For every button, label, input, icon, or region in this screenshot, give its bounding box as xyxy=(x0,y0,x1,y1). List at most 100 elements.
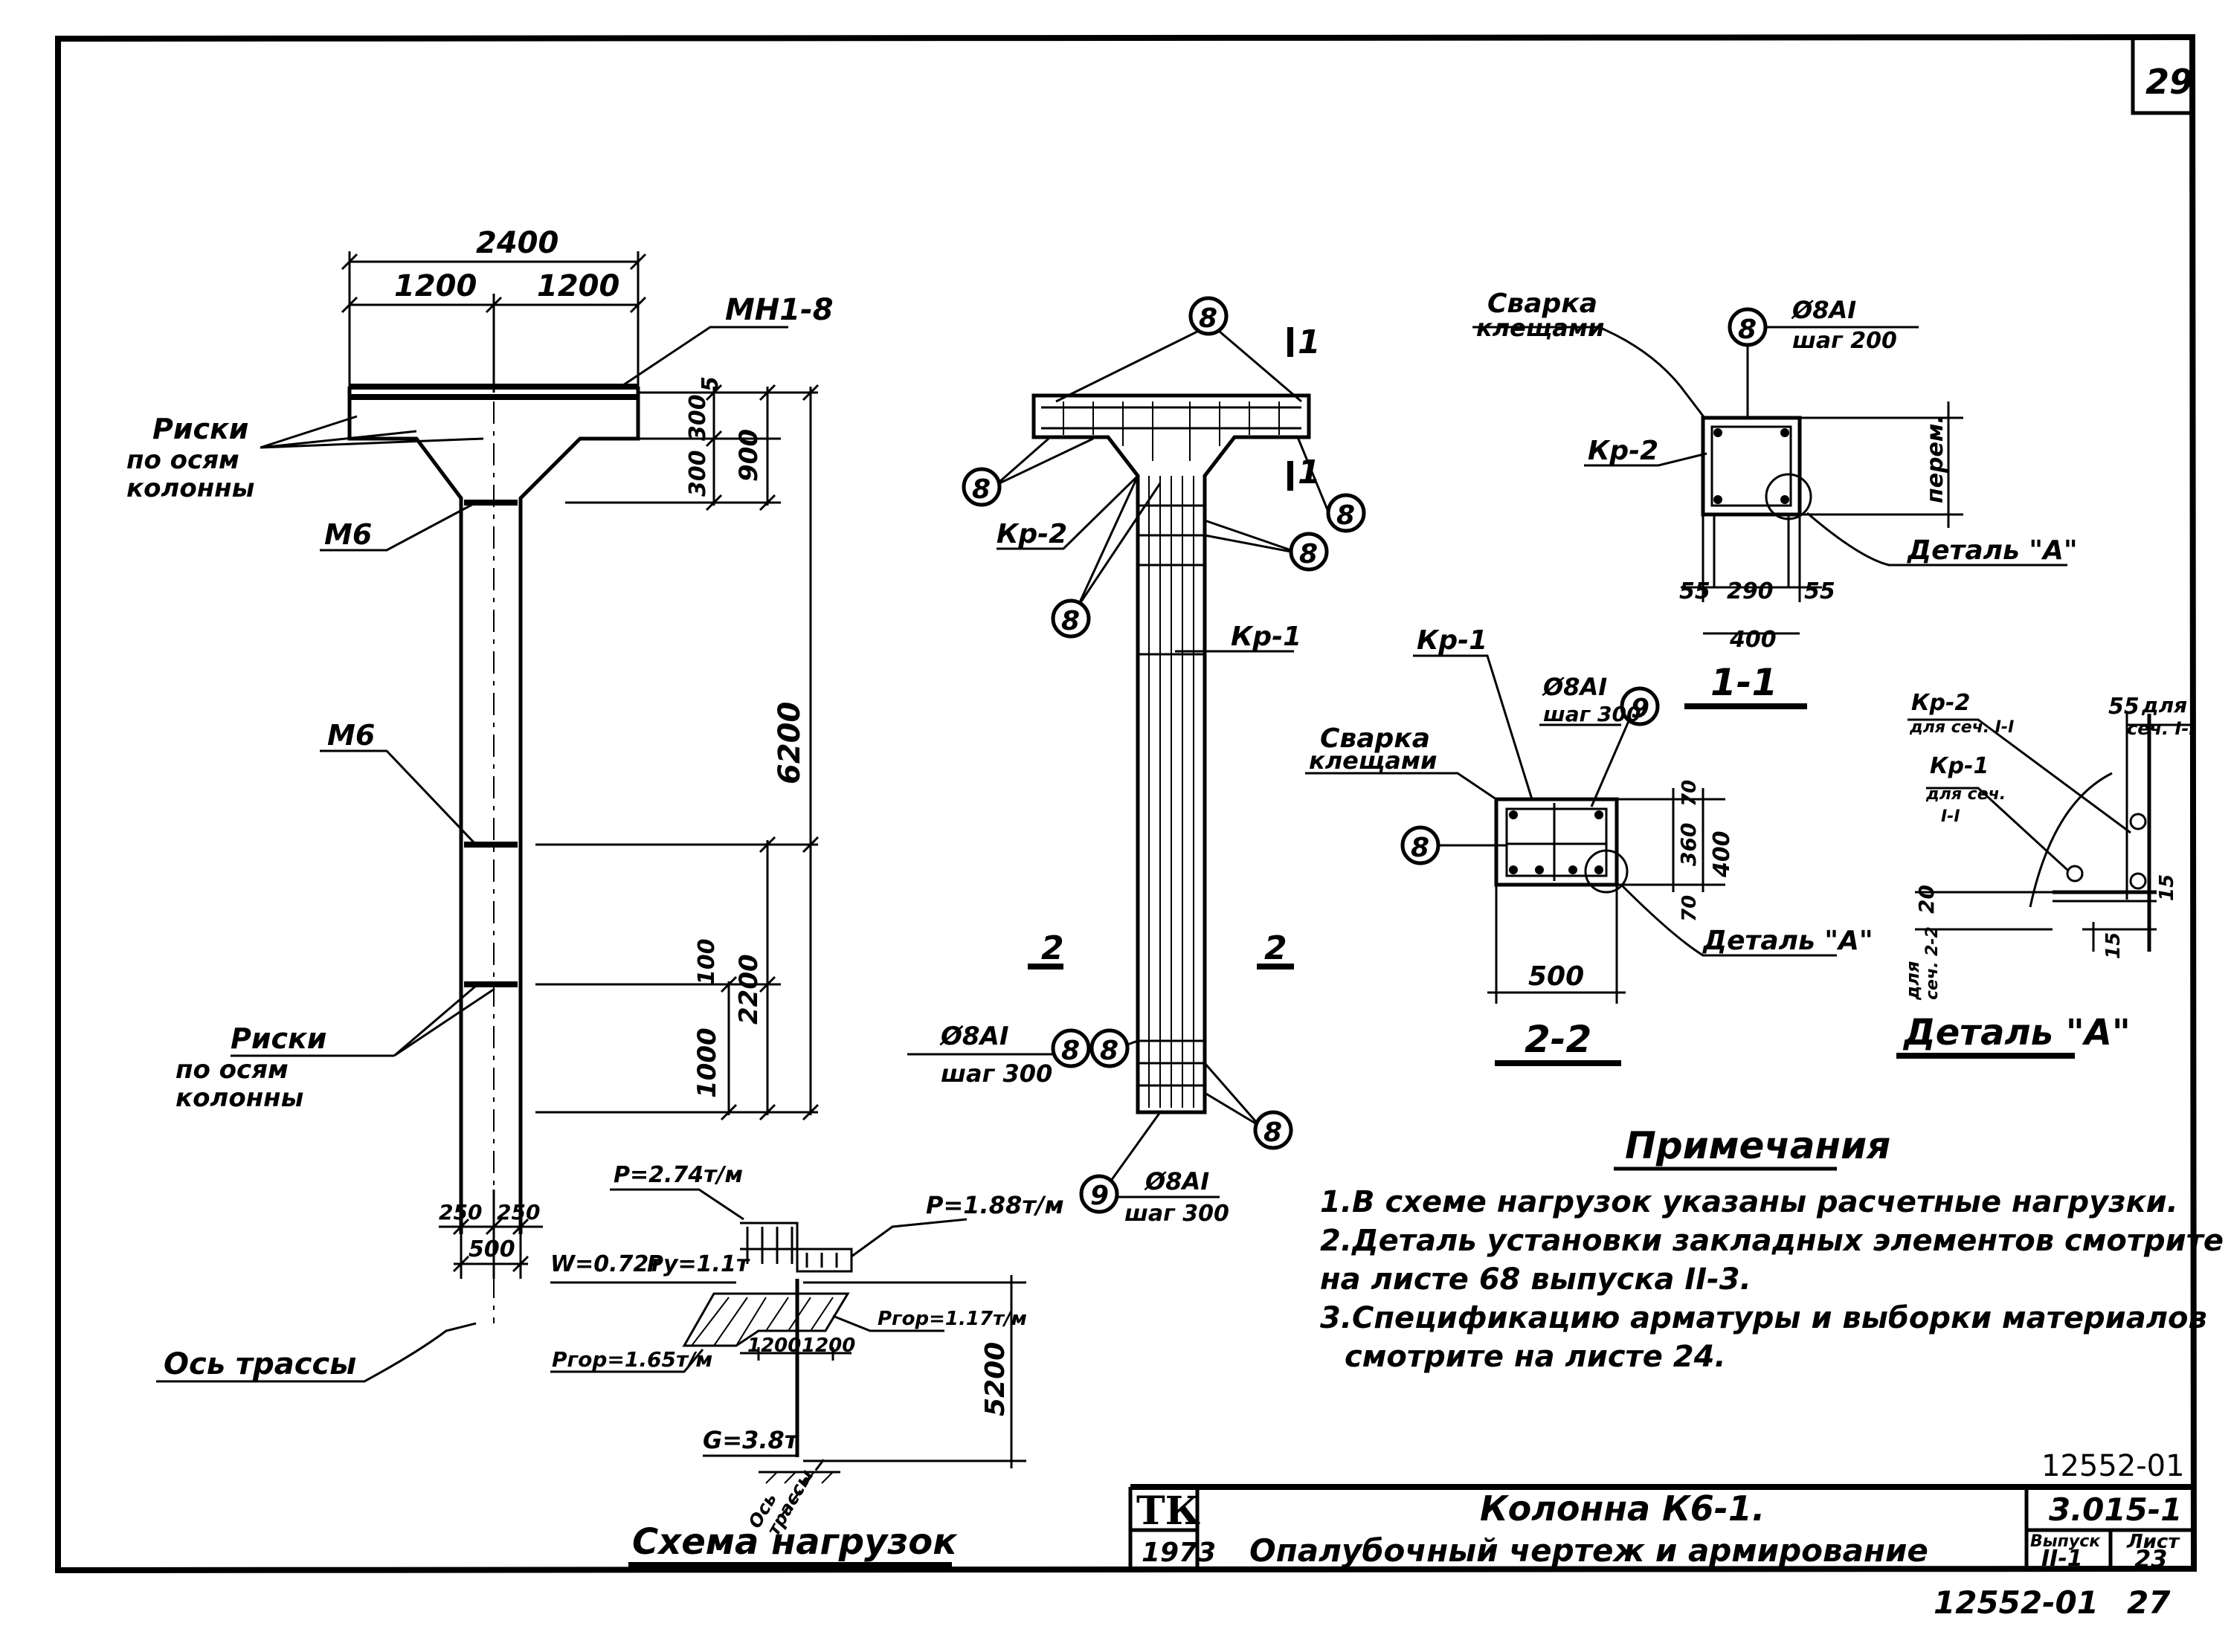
s11-dim-55a: 55 xyxy=(1679,578,1710,604)
note-line-3: на листе 68 выпуска II-3. xyxy=(1320,1262,1751,1297)
tb-subtitle: Опалубочный чертеж и армирование xyxy=(1249,1532,1928,1569)
load-phor-left: Pгор=1.65т/м xyxy=(552,1347,712,1372)
tb-issue: II-1 xyxy=(2041,1546,2083,1572)
page-number: 29 xyxy=(2145,62,2193,102)
s22-bubble-9-label: 9 xyxy=(1631,694,1649,724)
dim-head-300-b: 300 xyxy=(685,450,711,497)
bubble-right-2-label: 8 xyxy=(1299,539,1318,570)
marks-bottom-line3: колонны xyxy=(176,1083,303,1113)
da-dim-15b: 15 xyxy=(2102,932,2125,959)
s22-dim-500: 500 xyxy=(1528,961,1584,992)
detail-a-callout-2 xyxy=(1584,849,1629,894)
s11-title: 1-1 xyxy=(1710,661,1777,704)
bubble-left-1 xyxy=(962,467,1002,507)
note-line-1: 1.В схеме нагрузок указаны расчетные наг… xyxy=(1320,1185,2178,1219)
bubble-right-1-label: 8 xyxy=(1336,500,1355,531)
s11-stirrup: Ø8АI xyxy=(1791,296,1856,324)
marks-bottom-line2: по осям xyxy=(176,1055,289,1085)
kr2-label: Кр-2 xyxy=(997,519,1067,549)
s11-dim-55c: 55 xyxy=(1804,578,1835,604)
load-p-left: P=2.74т/м xyxy=(614,1162,743,1188)
da-dim-15a: 15 xyxy=(2156,874,2178,901)
column-reinforcement: 1 1 2 2 8 8 8 8 8 Кр-2 Кр-1 8 8 Ø8АI xyxy=(907,296,1366,1227)
da-dim-side-2: сеч. 2-2 xyxy=(1923,926,1942,1000)
bubble-bottom-left-b-label: 8 xyxy=(1100,1036,1118,1066)
s22-dim-70c: 70 xyxy=(1678,895,1701,922)
da-kr1-sub1: для сеч. xyxy=(1925,785,2006,804)
dim-head-5: 5 xyxy=(698,376,724,392)
bubble-left-1-label: 8 xyxy=(972,474,991,505)
notes: Примечания 1.В схеме нагрузок указаны ра… xyxy=(1320,1124,2224,1374)
s22-bubble-8-label: 8 xyxy=(1411,833,1429,863)
s22-weld-1: Сварка xyxy=(1320,723,1430,754)
column-elevation: 2400 1200 1200 5 300 300 900 6200 100 22… xyxy=(126,226,834,1383)
dim-base-250-b: 250 xyxy=(497,1200,540,1225)
load-phor-right: Pгор=1.17т/м xyxy=(878,1308,1027,1330)
marks-top-line1: Риски xyxy=(152,413,248,445)
load-w: W=0.72т xyxy=(550,1251,663,1277)
s22-kr: Кр-1 xyxy=(1417,625,1487,656)
s11-step: шаг 200 xyxy=(1792,328,1897,354)
bubble-bottom-right xyxy=(1253,1110,1293,1150)
axis-label: Ось трассы xyxy=(164,1347,356,1381)
detail-a: Кр-2 для сеч. I-I Кр-1 для сеч. I-I 55 д… xyxy=(1896,690,2195,1059)
stirrup-2-step: шаг 300 xyxy=(1124,1201,1229,1227)
note-line-2: 2.Деталь установки закладных элементов с… xyxy=(1320,1224,2224,1258)
tb-logo: ТК xyxy=(1136,1488,1200,1534)
da-dim-55: 55 xyxy=(2108,694,2140,720)
s22-weld-2: клещами xyxy=(1309,746,1437,775)
tb-series: 3.015-1 xyxy=(2049,1491,2183,1528)
section2-mark-right: 2 xyxy=(1264,929,1287,967)
marks-top-line2: по осям xyxy=(126,445,239,475)
bubble-9 xyxy=(1079,1174,1119,1214)
s22-dim-400: 400 xyxy=(1709,830,1735,878)
dim-column-height: 6200 xyxy=(773,702,807,784)
load-py: Py=1.1т xyxy=(647,1251,750,1277)
da-kr2: Кр-2 xyxy=(1911,690,1970,716)
stirrup-2: Ø8АI xyxy=(1144,1167,1209,1196)
da-dim-55-sub2: сеч. I-I xyxy=(2127,718,2195,739)
note-line-5: смотрите на листе 24. xyxy=(1345,1340,1726,1374)
bubble-top xyxy=(1188,296,1229,336)
dim-head-300-a: 300 xyxy=(685,394,711,441)
section-1-1: Сварка клещами 8 Ø8АI шаг 200 Кр-2 перем… xyxy=(1472,288,2078,709)
dim-overall-width: 2400 xyxy=(476,226,558,260)
dim-lower-1000: 1000 xyxy=(692,1027,722,1098)
tb-issue-label: Выпуск xyxy=(2030,1532,2101,1551)
s11-detail: Деталь "А" xyxy=(1907,535,2078,566)
dim-lower-100: 100 xyxy=(694,938,720,985)
bubble-left-2-label: 8 xyxy=(1061,606,1080,636)
dim-right-half: 1200 xyxy=(537,269,619,303)
load-title: Схема нагрузок xyxy=(632,1521,958,1563)
detail-a-callout-1 xyxy=(1765,473,1812,520)
s11-dim-400: 400 xyxy=(1729,627,1777,653)
bubble-left-2 xyxy=(1051,598,1091,639)
load-g: G=3.8т xyxy=(703,1426,800,1454)
dim-lower-2200: 2200 xyxy=(734,954,764,1025)
note-line-4: 3.Спецификацию арматуры и выборки матери… xyxy=(1320,1301,2207,1335)
stirrup-1: Ø8АI xyxy=(939,1022,1009,1051)
s11-kr: Кр-2 xyxy=(1588,436,1658,466)
da-dim-55-sub1: для xyxy=(2141,693,2187,717)
dim-left-half: 1200 xyxy=(394,269,477,303)
s22-bubble-9 xyxy=(1620,686,1660,726)
section-mark-top: 1 xyxy=(1298,323,1321,361)
bottom-stamp-page: 27 xyxy=(2127,1584,2171,1621)
marks-top-line3: колонны xyxy=(126,474,254,503)
s11-bubble-label: 8 xyxy=(1738,314,1757,345)
da-dim-20: 20 xyxy=(1914,885,1939,914)
s22-dim-70a: 70 xyxy=(1678,780,1701,807)
s22-dim-360: 360 xyxy=(1676,823,1701,866)
s11-dim-290: 290 xyxy=(1727,578,1774,604)
bottom-stamp-code: 12552-01 xyxy=(1934,1584,2099,1621)
bubble-bottom-left-a xyxy=(1051,1028,1091,1068)
tb-year: 1973 xyxy=(1142,1538,1216,1568)
load-dim-2: 1200 xyxy=(802,1335,855,1357)
load-dim-h: 5200 xyxy=(980,1342,1011,1416)
dim-base-500: 500 xyxy=(469,1236,515,1262)
marks-bottom-line1: Риски xyxy=(231,1022,326,1055)
bubble-bottom-right-label: 8 xyxy=(1263,1117,1282,1148)
kr1-label: Кр-1 xyxy=(1231,622,1301,652)
dim-head-total: 900 xyxy=(734,429,764,482)
